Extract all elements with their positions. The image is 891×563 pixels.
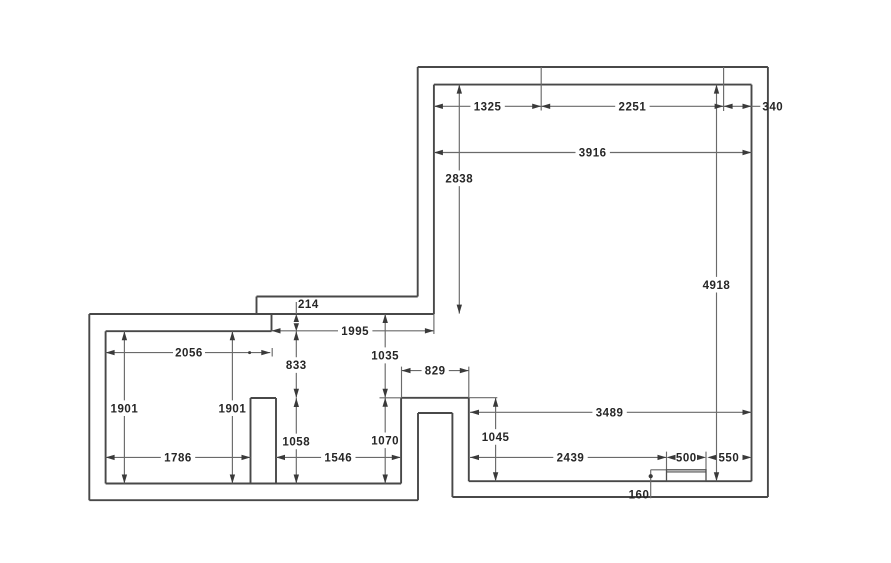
- svg-text:2056: 2056: [175, 347, 203, 359]
- svg-text:1325: 1325: [474, 101, 502, 113]
- svg-text:1546: 1546: [324, 453, 352, 465]
- svg-text:829: 829: [425, 366, 446, 378]
- svg-text:2439: 2439: [557, 453, 585, 465]
- svg-text:1901: 1901: [111, 403, 139, 415]
- svg-text:2251: 2251: [619, 101, 647, 113]
- svg-text:3489: 3489: [596, 407, 624, 419]
- svg-text:550: 550: [718, 453, 739, 465]
- svg-text:3916: 3916: [579, 148, 607, 160]
- svg-text:833: 833: [286, 360, 307, 372]
- svg-text:1058: 1058: [282, 437, 310, 449]
- svg-text:160: 160: [629, 489, 650, 501]
- svg-text:1035: 1035: [371, 351, 399, 363]
- svg-text:1901: 1901: [219, 403, 247, 415]
- svg-text:214: 214: [298, 299, 319, 311]
- svg-text:1045: 1045: [482, 432, 510, 444]
- svg-text:500: 500: [676, 453, 697, 465]
- svg-text:2838: 2838: [445, 173, 473, 185]
- svg-text:1070: 1070: [371, 435, 399, 447]
- svg-text:340: 340: [762, 101, 783, 113]
- svg-text:1786: 1786: [164, 453, 192, 465]
- svg-text:4918: 4918: [703, 280, 731, 292]
- svg-text:1995: 1995: [341, 326, 369, 338]
